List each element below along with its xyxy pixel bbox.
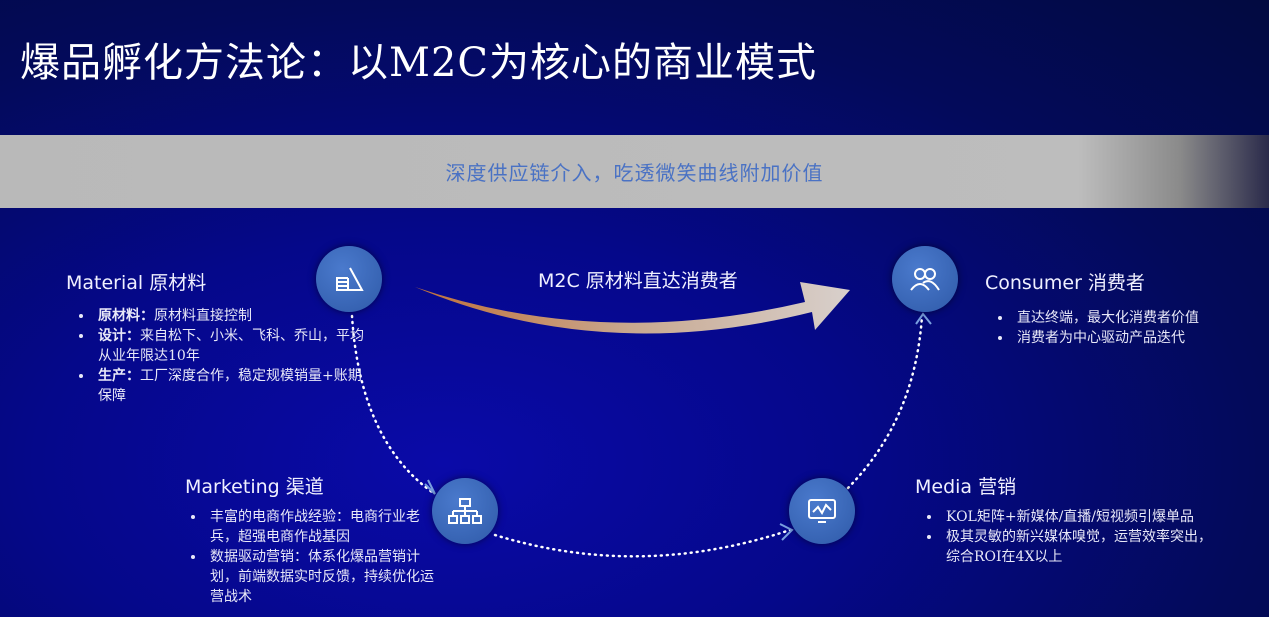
list-item: KOL矩阵+新媒体/直播/短视频引爆单品 [942, 507, 1222, 527]
material-node [316, 246, 382, 312]
flow-arrowhead [779, 523, 794, 541]
flow-line-material-marketing [350, 314, 434, 494]
consumer-node [892, 246, 958, 312]
list-item: 直达终端，最大化消费者价值 [1013, 308, 1269, 328]
list-item: 丰富的电商作战经验：电商行业老兵，超强电商作战基因 [206, 507, 446, 547]
marketing-list: 丰富的电商作战经验：电商行业老兵，超强电商作战基因 数据驱动营销：体系化爆品营销… [186, 507, 446, 607]
consumer-heading: Consumer 消费者 [985, 272, 1145, 294]
flow-line-marketing-media [493, 528, 792, 558]
slide-title: 爆品孵化方法论：以M2C为核心的商业模式 [20, 40, 818, 86]
media-heading: Media 营销 [915, 476, 1017, 498]
flow-arrowhead [424, 479, 436, 495]
materials-icon [336, 267, 364, 291]
list-item: 数据驱动营销：体系化爆品营销计划，前端数据实时反馈，持续优化运营战术 [206, 547, 446, 607]
list-item: 消费者为中心驱动产品迭代 [1013, 328, 1269, 348]
m2c-arrow [415, 282, 850, 334]
material-heading: Material 原材料 [66, 272, 207, 294]
list-item: 生产：工厂深度合作，稳定规模销量+账期保障 [94, 366, 364, 406]
list-item: 原材料：原材料直接控制 [94, 306, 364, 326]
material-list: 原材料：原材料直接控制 设计：来自松下、小米、飞科、乔山，平均从业年限达10年 … [74, 306, 364, 406]
monitor-chart-icon [808, 499, 836, 523]
arrow-label: M2C 原材料直达消费者 [538, 270, 738, 292]
marketing-node [432, 478, 498, 544]
list-item: 极其灵敏的新兴媒体嗅觉，运营效率突出，综合ROI在4X以上 [942, 527, 1222, 567]
users-icon [910, 268, 940, 291]
flow-line-media-consumer [846, 314, 924, 490]
banner-text: 深度供应链介入，吃透微笑曲线附加价值 [445, 161, 824, 185]
hierarchy-icon [448, 498, 482, 524]
marketing-heading: Marketing 渠道 [185, 476, 324, 498]
consumer-list: 直达终端，最大化消费者价值 消费者为中心驱动产品迭代 [993, 308, 1269, 348]
flow-arrowhead [915, 312, 932, 325]
banner: 深度供应链介入，吃透微笑曲线附加价值 [0, 135, 1269, 208]
list-item: 设计：来自松下、小米、飞科、乔山，平均从业年限达10年 [94, 326, 364, 366]
media-node [789, 478, 855, 544]
media-list: KOL矩阵+新媒体/直播/短视频引爆单品 极其灵敏的新兴媒体嗅觉，运营效率突出，… [922, 507, 1222, 567]
